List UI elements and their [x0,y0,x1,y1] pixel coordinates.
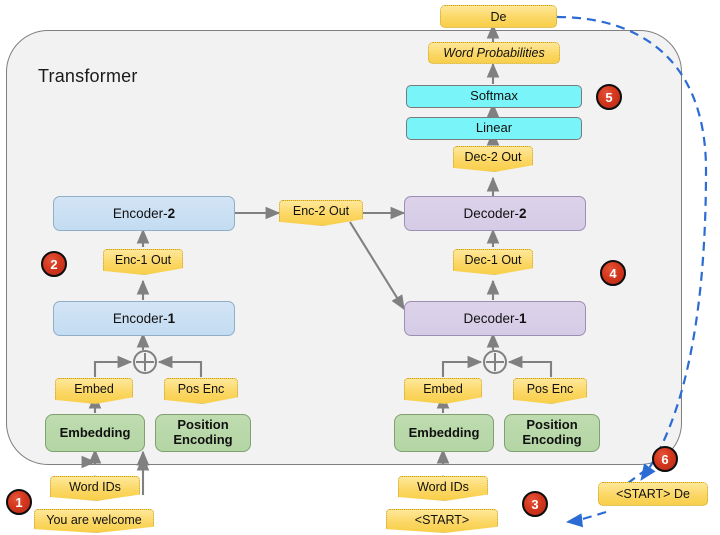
decoder-2-block[interactable]: Decoder-2 [404,196,586,231]
badge-6[interactable]: 6 [652,446,678,472]
encoder-1-label: Encoder-1 [112,310,176,326]
encoder-1-block[interactable]: Encoder-1 [53,301,235,336]
softmax-label: Softmax [470,88,518,104]
badge-4[interactable]: 4 [600,260,626,286]
encoder-position-encoding-block[interactable]: Position Encoding [155,414,251,452]
badge-3[interactable]: 3 [522,491,548,517]
predicted-word-label: De [440,5,557,28]
decoder-pos-enc-label: Pos Enc [513,378,587,404]
linear-block[interactable]: Linear [406,117,582,140]
linear-label: Linear [475,120,513,136]
decoder-position-encoding-block[interactable]: Position Encoding [504,414,600,452]
encoder-position-encoding-label: Position Encoding [173,417,233,447]
encoder-embedding-block[interactable]: Embedding [45,414,145,452]
badge-1[interactable]: 1 [6,489,32,515]
badge-5[interactable]: 5 [596,84,622,110]
dec-2-out-label: Dec-2 Out [453,146,533,172]
softmax-block[interactable]: Softmax [406,85,582,108]
decoder-2-label: Decoder-2 [463,205,527,221]
encoder-2-block[interactable]: Encoder-2 [53,196,235,231]
encoder-embedding-label: Embedding [59,424,131,440]
input-sentence-label: You are welcome [34,509,154,533]
word-probabilities-label: Word Probabilities [428,42,560,64]
encoder-2-label: Encoder-2 [112,205,176,221]
container-title: Transformer [38,66,138,86]
decoder-embedding-block[interactable]: Embedding [394,414,494,452]
decoder-embedding-label: Embedding [408,424,480,440]
next-input-label: <START> De [598,482,708,506]
encoder-word-ids-label: Word IDs [50,476,140,501]
start-token-label: <START> [386,509,498,533]
decoder-position-encoding-label: Position Encoding [522,417,582,447]
decoder-word-ids-label: Word IDs [398,476,488,501]
decoder-1-label: Decoder-1 [463,310,527,326]
decoder-1-block[interactable]: Decoder-1 [404,301,586,336]
badge-2[interactable]: 2 [41,251,67,277]
